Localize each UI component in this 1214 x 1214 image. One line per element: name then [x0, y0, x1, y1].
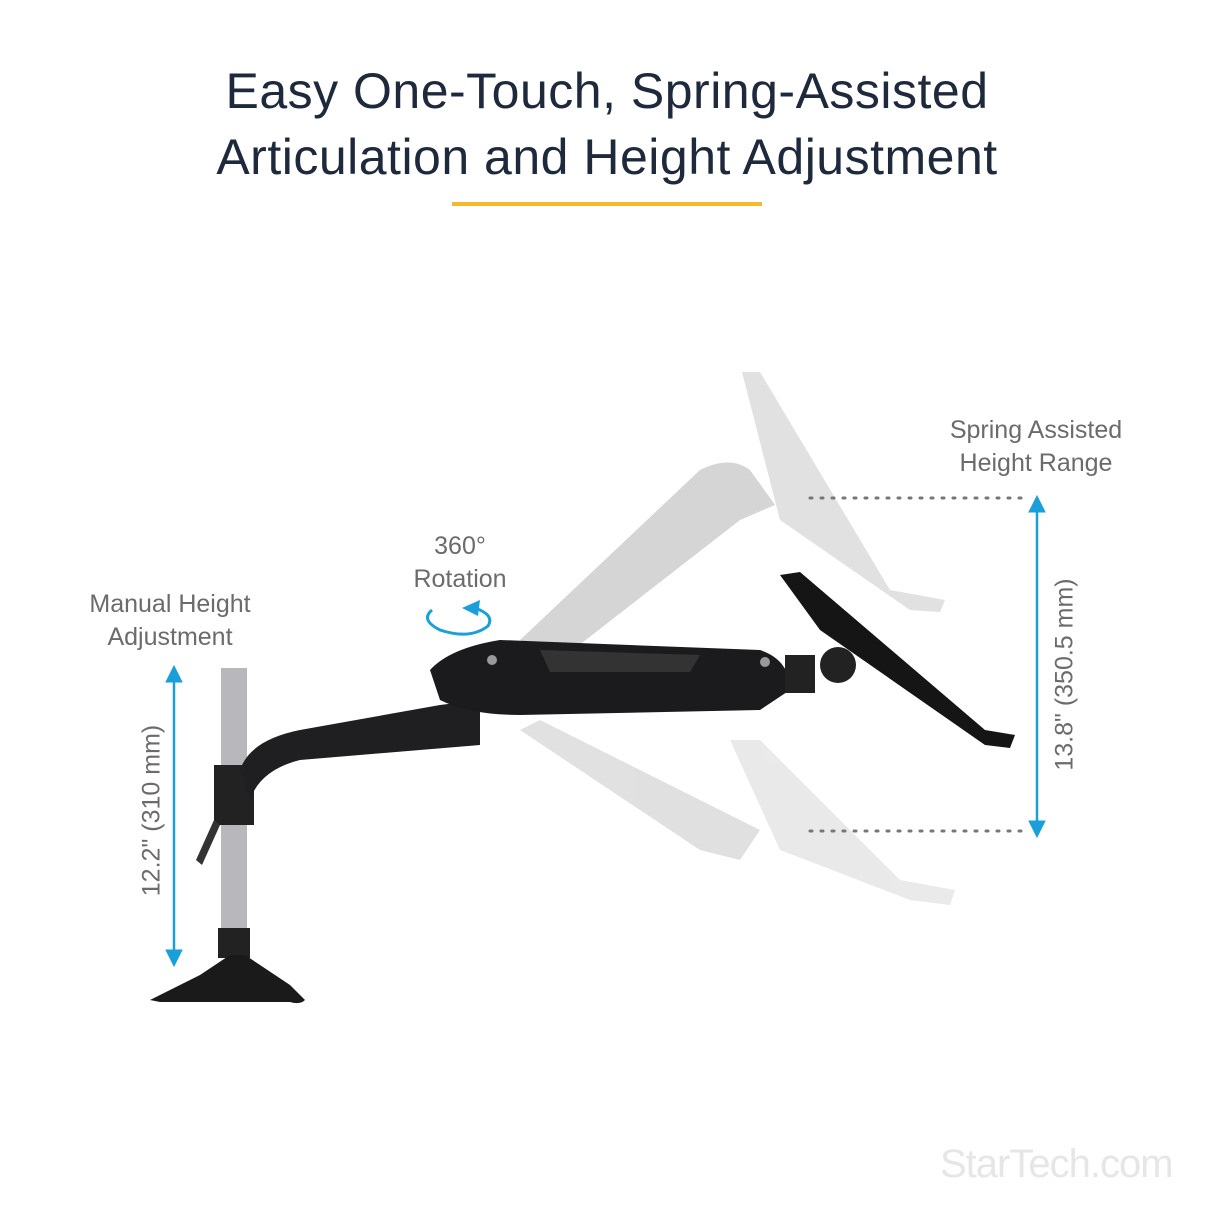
title-underline — [452, 202, 762, 206]
desk-base — [150, 955, 305, 1004]
ball-joint — [820, 647, 856, 683]
double-arrow-icon — [165, 664, 183, 968]
rotation-line-1: 360° — [434, 532, 486, 560]
manual-measure-label: 12.2" (310 mm) — [137, 724, 166, 897]
ghost-arm-upper — [520, 372, 945, 660]
spring-line-1: Spring Assisted — [949, 416, 1123, 444]
title-line-2: Articulation and Height Adjustment — [216, 129, 998, 185]
manual-height-line-2: Adjustment — [107, 623, 233, 651]
rotation-label: 360° Rotation — [380, 530, 540, 596]
height-lever[interactable] — [196, 820, 220, 865]
rotation-arrow-icon — [426, 600, 492, 636]
manual-height-line-1: Manual Height — [89, 590, 251, 618]
lower-arm — [240, 700, 480, 800]
title-line-1: Easy One-Touch, Spring-Assisted — [225, 63, 989, 119]
main-arm — [430, 640, 790, 715]
manual-height-label: Manual Height Adjustment — [70, 588, 270, 654]
double-arrow-icon — [1028, 494, 1046, 839]
spring-measure-label: 13.8" (350.5 mm) — [1050, 578, 1079, 771]
rotation-line-2: Rotation — [413, 565, 507, 593]
spring-line-2: Height Range — [959, 449, 1113, 477]
startech-logo: StarTech.com — [940, 1142, 1174, 1186]
ghost-arm-lower — [520, 720, 955, 905]
spring-height-label: Spring Assisted Height Range — [936, 414, 1136, 480]
laptop-tray — [780, 572, 1015, 748]
